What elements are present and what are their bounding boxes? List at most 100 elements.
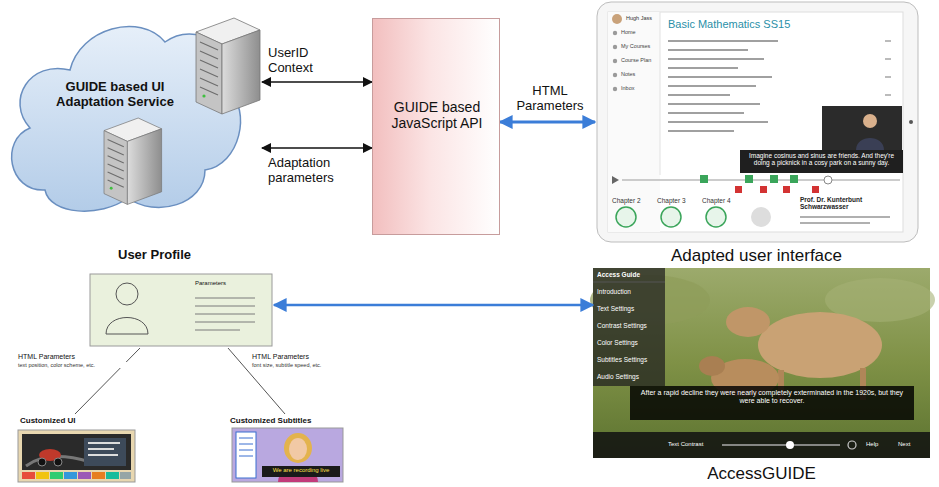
tablet-screenshot [608, 12, 660, 232]
customized-ui-thumbnail [38, 458, 46, 466]
thumbnail-title: Customized Subtitles [230, 416, 344, 425]
tablet-screenshot [613, 45, 617, 49]
accessguide-screenshot: AccessGUIDE [593, 268, 930, 487]
tablet-screenshot [885, 58, 891, 60]
tablet-screenshot [612, 14, 622, 24]
api-name: GUIDE based JavaScript API [380, 99, 494, 131]
menu-item: Color Settings [597, 339, 663, 346]
tablet-screenshot [613, 87, 617, 91]
customized-ui-thumbnail [88, 454, 118, 456]
html-arrow [500, 121, 595, 124]
tablet-screenshot [800, 216, 890, 218]
cloud-outline [12, 27, 241, 212]
tablet-screenshot [661, 207, 681, 227]
tablet-screenshot [885, 76, 891, 78]
server-icon [222, 30, 260, 114]
response-arrow [262, 147, 372, 149]
edge-label: HTML Parameters [252, 353, 352, 361]
customized-subtitles: Customized Subtitles [228, 414, 346, 484]
server-icon [200, 42, 218, 95]
tablet-screenshot [668, 94, 730, 96]
accessguide-screenshot [722, 444, 840, 446]
customized-ui-thumbnail [22, 434, 131, 470]
accessguide-screenshot [593, 282, 665, 283]
customized-subtitles-thumbnail [236, 432, 256, 478]
customized-subtitles-thumbnail [239, 438, 253, 439]
tablet-screenshot [612, 176, 619, 184]
menu-item: Audio Settings [597, 373, 663, 380]
customized-ui-thumbnail [78, 472, 91, 479]
customized-subtitles-thumbnail [284, 433, 312, 463]
tablet-screenshot [613, 73, 617, 77]
service-name: GUIDE based UI Adaptation Service [40, 80, 190, 110]
tablet-screenshot [760, 186, 767, 193]
server-icon [108, 140, 124, 188]
user-name: Hugh Jass [626, 15, 660, 21]
accessguide-screenshot [726, 307, 770, 337]
profile-card [90, 274, 272, 346]
server-icon [202, 94, 205, 97]
tablet-screenshot [613, 31, 617, 35]
customized-ui-thumbnail [88, 448, 114, 450]
tablet-screenshot [660, 12, 661, 175]
subtitle-text: After a rapid decline they were nearly c… [634, 389, 910, 405]
tablet-screenshot [800, 222, 870, 224]
server-icon [104, 131, 127, 205]
tablet-screenshot [885, 94, 891, 96]
profile-card [90, 274, 272, 346]
menu-item: Inbox [621, 85, 659, 91]
edge-label: Adaptation parameters [268, 156, 350, 186]
menu-item: Introduction [597, 288, 663, 295]
menu-title: Access Guide [597, 271, 663, 278]
server-icon [196, 18, 260, 114]
tablet-screenshot [770, 175, 778, 183]
tablet-screenshot [668, 49, 748, 51]
edge-label: HTML Parameters [510, 84, 590, 114]
tablet-screenshot [668, 103, 760, 105]
menu-item: My Courses [621, 43, 659, 49]
tablet-screenshot [597, 2, 918, 242]
tablet-screenshot [885, 40, 891, 42]
tablet-screenshot [597, 2, 918, 242]
screenshot-caption: AccessGUIDE [593, 464, 930, 484]
customized-ui-thumbnail [50, 472, 63, 479]
tablet-screenshot [909, 120, 913, 124]
customized-subtitles-thumbnail [239, 450, 253, 451]
accessguide-screenshot [786, 441, 794, 449]
tablet-screenshot [668, 121, 768, 123]
lecturer-name: Prof. Dr. Kunterbunt Schwarzwasser [800, 196, 900, 211]
tablet-screenshot [668, 85, 756, 87]
api-box: GUIDE based JavaScript API [372, 18, 500, 235]
tablet-screenshot [622, 179, 900, 181]
customized-subtitles-thumbnail [232, 428, 343, 482]
customized-subtitles-thumbnail [289, 438, 307, 460]
server-icon [127, 129, 161, 205]
customized-ui-thumbnail [54, 458, 62, 466]
accessguide-screenshot [630, 386, 914, 420]
customized-ui-thumbnail [64, 472, 77, 479]
menu-item: Text Settings [597, 305, 663, 312]
chapter-label: Chapter 2 [612, 197, 652, 204]
profile-card [195, 306, 255, 307]
customized-ui-thumbnail [84, 438, 126, 466]
customized-ui-thumbnail [88, 442, 120, 444]
chapter-label: Chapter 3 [657, 197, 697, 204]
customized-ui-thumbnail [26, 457, 90, 467]
tablet-screenshot [822, 106, 902, 150]
profile-card [195, 298, 255, 299]
tablet-screenshot [783, 186, 790, 193]
cloud-service: GUIDE based UI Adaptation Service [0, 10, 262, 215]
profile-card [116, 283, 138, 305]
parameter-note: text position, color scheme, etc. [18, 362, 128, 368]
accessguide-screenshot [848, 441, 856, 449]
server-icon [196, 32, 222, 114]
course-title: Basic Mathematics SS15 [668, 18, 818, 31]
customized-subtitles-thumbnail [239, 456, 253, 457]
tablet-screenshot [812, 186, 819, 193]
control-label: Text Contrast [668, 441, 718, 448]
tablet-screenshot [668, 67, 738, 69]
subtitle-text: Imagine cosinus and sinus are friends. A… [742, 152, 901, 167]
server-icon [104, 118, 162, 204]
menu-item: Course Plan [621, 57, 659, 63]
screenshot-caption: Adapted user interface [595, 246, 918, 266]
